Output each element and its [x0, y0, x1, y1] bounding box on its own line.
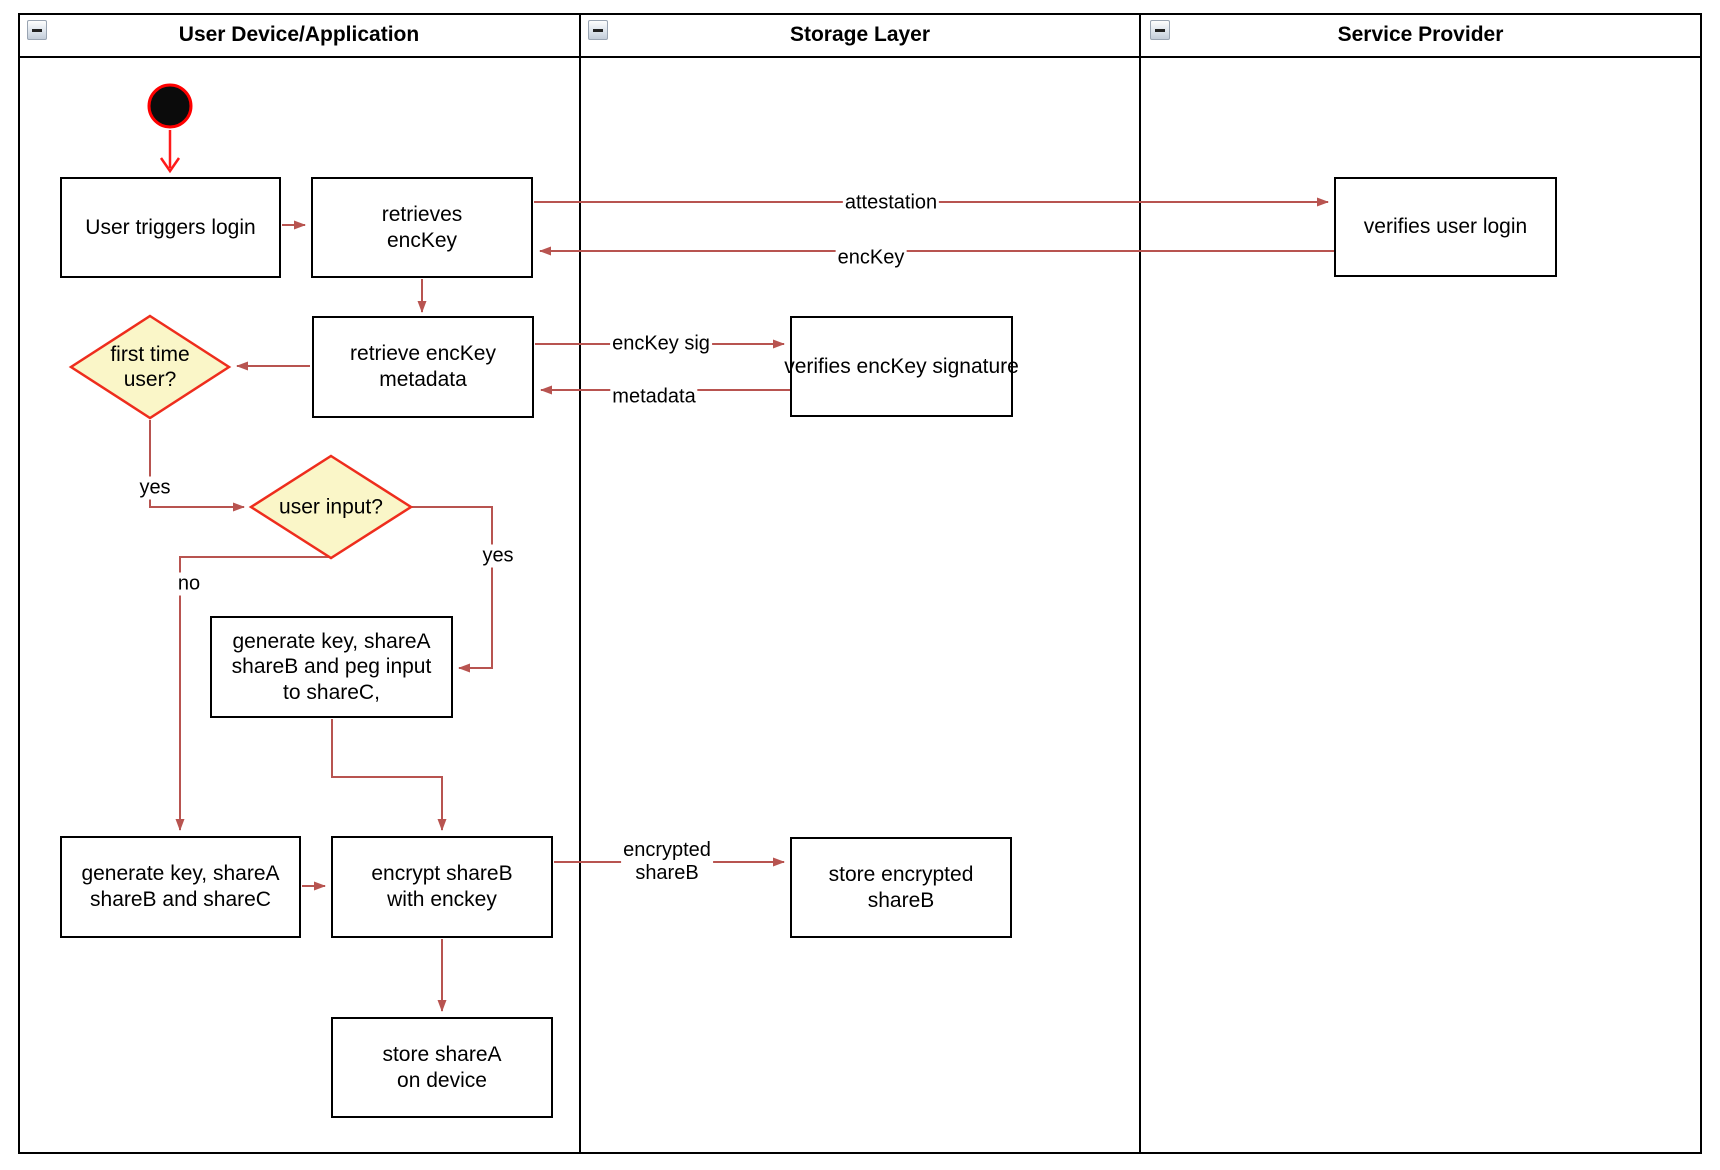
- node-label: verifies user login: [1363, 215, 1528, 239]
- edge-user-input-no[interactable]: [175, 556, 331, 831]
- edge-label-enckey: encKey: [835, 246, 907, 270]
- edge-user-input-yes[interactable]: [412, 506, 493, 673]
- start-node[interactable]: [147, 83, 193, 129]
- edge-label-enckey-sig: encKey sig: [610, 332, 712, 356]
- start-arrowhead-icon: [159, 157, 181, 174]
- minus-icon: [593, 28, 603, 32]
- node-label: encrypt shareB with enckey: [371, 862, 513, 911]
- collapse-icon[interactable]: [1150, 20, 1170, 40]
- node-store-sharea[interactable]: store shareA on device: [331, 1017, 553, 1118]
- minus-icon: [32, 28, 42, 32]
- edge-label-attestation: attestation: [842, 191, 940, 215]
- edge-genpeg-to-encrypt[interactable]: [331, 719, 447, 831]
- node-label: retrieves encKey: [381, 202, 463, 252]
- edge-label-encrypted-shareb: encrypted shareB: [621, 839, 713, 885]
- lane-divider-2: [1139, 13, 1141, 1152]
- edge-label-no-user-input: no: [175, 572, 203, 596]
- decision-label-user-input: user input?: [279, 495, 383, 519]
- node-retrieves-enckey[interactable]: retrieves encKey: [311, 177, 533, 278]
- lane-title-user-device: User Device/Application: [178, 23, 420, 46]
- decision-first-time-user[interactable]: [68, 314, 232, 420]
- collapse-icon[interactable]: [27, 20, 47, 40]
- node-label: store shareA on device: [382, 1042, 502, 1092]
- node-verifies-enckey-signature[interactable]: verifies encKey signature: [784, 316, 1019, 417]
- decision-user-input[interactable]: [248, 454, 414, 560]
- edge-label-yes-first-time: yes: [137, 476, 173, 500]
- edge-label-metadata: metadata: [610, 385, 698, 409]
- edge-first-time-yes[interactable]: [149, 420, 245, 512]
- minus-icon: [1155, 28, 1165, 32]
- collapse-icon[interactable]: [588, 20, 608, 40]
- node-label: User triggers login: [85, 215, 256, 239]
- node-generate-key-peg-sharec[interactable]: generate key, shareA shareB and peg inpu…: [210, 616, 453, 718]
- lane-divider-1: [579, 13, 581, 1152]
- node-store-encrypted-shareb[interactable]: store encrypted shareB: [790, 837, 1012, 938]
- lane-header-underline: [18, 56, 1700, 58]
- node-label: generate key, shareA shareB and peg inpu…: [231, 629, 432, 704]
- node-generate-key-sharec[interactable]: generate key, shareA shareB and shareC: [60, 836, 301, 938]
- decision-label-first-time: first time user?: [110, 342, 190, 391]
- node-label: store encrypted shareB: [828, 862, 974, 912]
- node-retrieve-enckey-metadata[interactable]: retrieve encKey metadata: [312, 316, 534, 418]
- node-label: generate key, shareA shareB and shareC: [81, 862, 280, 911]
- node-verifies-user-login[interactable]: verifies user login: [1334, 177, 1557, 277]
- node-label: retrieve encKey metadata: [350, 342, 496, 391]
- lane-title-service-provider: Service Provider: [1337, 23, 1504, 46]
- node-user-triggers-login[interactable]: User triggers login: [60, 177, 281, 278]
- edge-label-yes-user-input: yes: [480, 544, 516, 568]
- lane-title-storage-layer: Storage Layer: [789, 23, 931, 46]
- node-encrypt-shareb[interactable]: encrypt shareB with enckey: [331, 836, 553, 938]
- node-label: verifies encKey signature: [784, 354, 1019, 378]
